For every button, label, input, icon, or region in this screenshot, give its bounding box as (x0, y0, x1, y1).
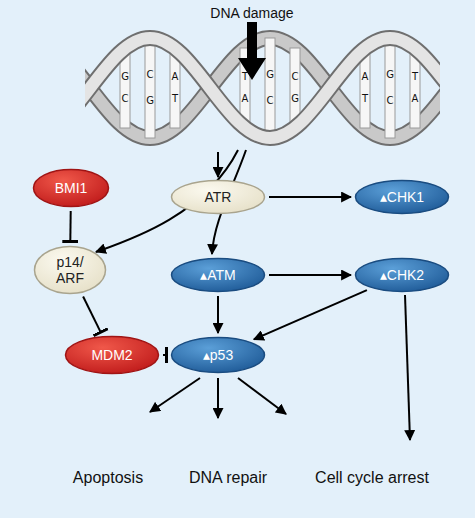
node-shape (34, 170, 109, 207)
node-text-wrap: ▴CHK2 (380, 267, 424, 283)
node-shape (356, 181, 449, 214)
pathway-node: ▴CHK2 (354, 257, 450, 293)
pathway-connector (269, 196, 351, 198)
node-label: ▴CHK2 (380, 267, 424, 283)
pathway-node: ▴ATM (170, 257, 266, 293)
node-shape (172, 181, 265, 214)
pathway-connector (69, 211, 71, 242)
pathway-connector (269, 274, 351, 276)
node-text-wrap: ▴p53 (203, 347, 233, 363)
pathway-connector (254, 290, 367, 339)
base-pair: A T (170, 66, 180, 110)
node-label: ▴ATM (200, 267, 236, 283)
dna-helix (85, 38, 440, 138)
node-text-wrap: ▴ATM (200, 267, 236, 283)
pathway-node: ▴CHK1 (354, 179, 450, 215)
node-text-wrap: p14/ ARF (50, 254, 90, 286)
node-text-wrap: BMI1 (55, 180, 88, 196)
node-text-wrap: ▴CHK1 (380, 189, 424, 205)
damage-label: DNA damage (182, 5, 322, 21)
base-pair: C G (290, 66, 300, 110)
pathway-connector (163, 354, 167, 356)
node-label: p14/ ARF (50, 254, 90, 286)
node-label: ATR (205, 189, 232, 205)
node-text-wrap: ATR (205, 189, 232, 205)
node-shape (172, 259, 265, 292)
outcome-label: Apoptosis (43, 468, 173, 488)
pathway-node: ATR (170, 179, 266, 215)
pathway-node: ▴p53 (170, 336, 266, 374)
base-pair: A T (360, 66, 370, 110)
node-text-wrap: MDM2 (91, 347, 132, 363)
node-shape (356, 259, 449, 292)
node-label: MDM2 (91, 347, 132, 363)
base-pair: C G (145, 62, 155, 114)
base-pair: G C (265, 62, 275, 114)
pathway-node: MDM2 (64, 335, 160, 375)
node-label: ▴p53 (203, 347, 233, 363)
node-shape (35, 247, 106, 294)
node-label: ▴CHK1 (380, 189, 424, 205)
node-label: BMI1 (55, 180, 88, 196)
base-pair: G C (120, 66, 130, 110)
pathway-node: BMI1 (32, 168, 110, 208)
node-shape (172, 338, 265, 373)
base-pair: T A (410, 66, 420, 110)
outcome-label: DNA repair (163, 468, 293, 488)
node-shape (66, 337, 159, 374)
base-pair: T A (240, 66, 250, 110)
base-pair: G C (385, 62, 395, 114)
outcome-label: Cell cycle arrest (287, 468, 457, 488)
pathway-connector (83, 297, 101, 333)
pathway-connector (217, 296, 219, 333)
pathway-node: p14/ ARF (33, 245, 107, 295)
